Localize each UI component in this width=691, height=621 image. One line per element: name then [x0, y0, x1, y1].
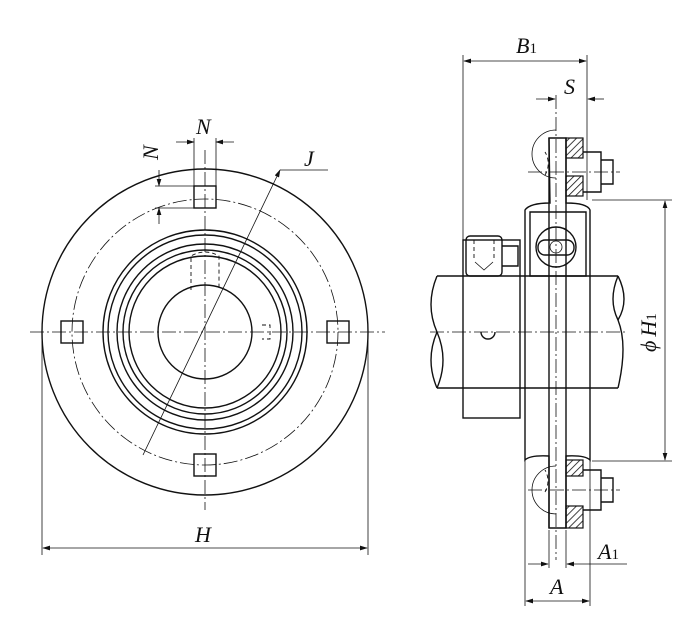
dim-label-a: A	[548, 574, 564, 599]
dim-label-h: H	[194, 522, 212, 547]
dim-label-j: J	[304, 146, 315, 171]
side-view: B1 S ϕH1 A1 A	[430, 33, 672, 606]
dim-label-n-vertical: N	[138, 144, 163, 161]
dim-label-b1: B1	[516, 33, 537, 58]
dim-label-n: N	[195, 114, 212, 139]
dim-label-s: S	[564, 74, 575, 99]
dim-label-a1: A1	[596, 539, 619, 564]
dim-label-phi-h1: ϕH1	[636, 313, 661, 352]
front-view: N N J H	[30, 114, 385, 555]
bolt-holes	[60, 185, 350, 477]
